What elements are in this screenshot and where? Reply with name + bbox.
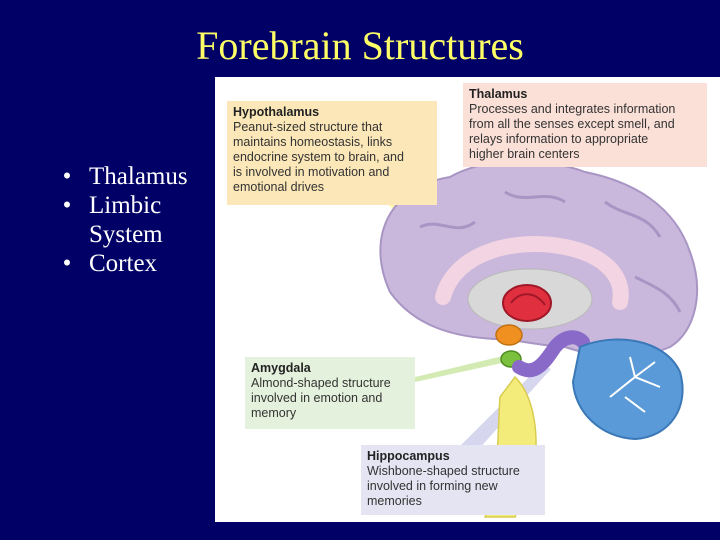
bullet-marker: • (62, 163, 72, 190)
bullet-text: Limbic System (89, 192, 163, 248)
cerebellum-branches (609, 356, 661, 413)
bullet-list: • Thalamus • Limbic System • Cortex (55, 162, 215, 278)
bullet-item-thalamus: • Thalamus (55, 162, 215, 191)
hippocampus-heading: Hippocampus (367, 449, 450, 463)
cortex-fold (504, 190, 566, 204)
amygdala-description: Almond-shaped structure involved in emot… (251, 376, 391, 420)
amygdala-callout: Amygdala Almond-shaped structure involve… (245, 357, 415, 429)
bullet-text: Thalamus (89, 163, 188, 190)
hypothalamus-description: Peanut-sized structure that maintains ho… (233, 120, 404, 194)
bullet-marker: • (62, 192, 72, 219)
slide-title: Forebrain Structures (196, 23, 524, 68)
brain-drawing (365, 91, 698, 518)
amygdala-heading: Amygdala (251, 361, 311, 375)
thalamus-callout: Thalamus Processes and integrates inform… (463, 83, 707, 167)
cortex-fold (419, 220, 476, 230)
bullet-marker: • (62, 250, 72, 277)
thalamus-description: Processes and integrates information fro… (469, 102, 676, 161)
thalamus-heading: Thalamus (469, 87, 528, 101)
hippocampus-callout: Hippocampus Wishbone-shaped structure in… (361, 445, 545, 515)
bullet-item-limbic-system: • Limbic System (55, 191, 215, 249)
corpus-callosum (435, 236, 629, 310)
hippocampus-description: Wishbone-shaped structure involved in fo… (367, 464, 520, 508)
hippocampus-structure (512, 330, 590, 378)
hypothalamus-heading: Hypothalamus (233, 105, 320, 119)
cerebellum (571, 338, 684, 441)
cortex-fold (604, 200, 662, 238)
bullet-item-cortex: • Cortex (55, 249, 215, 278)
cortex-fold (634, 275, 682, 313)
brain-illustration: Hypothalamus Peanut-sized structure that… (215, 77, 720, 522)
bullet-text: Cortex (89, 250, 158, 277)
thalamus-structure (502, 284, 552, 322)
hypothalamus-structure (495, 324, 523, 346)
thalamus-structure (510, 293, 546, 306)
hypothalamus-callout: Hypothalamus Peanut-sized structure that… (227, 101, 437, 205)
